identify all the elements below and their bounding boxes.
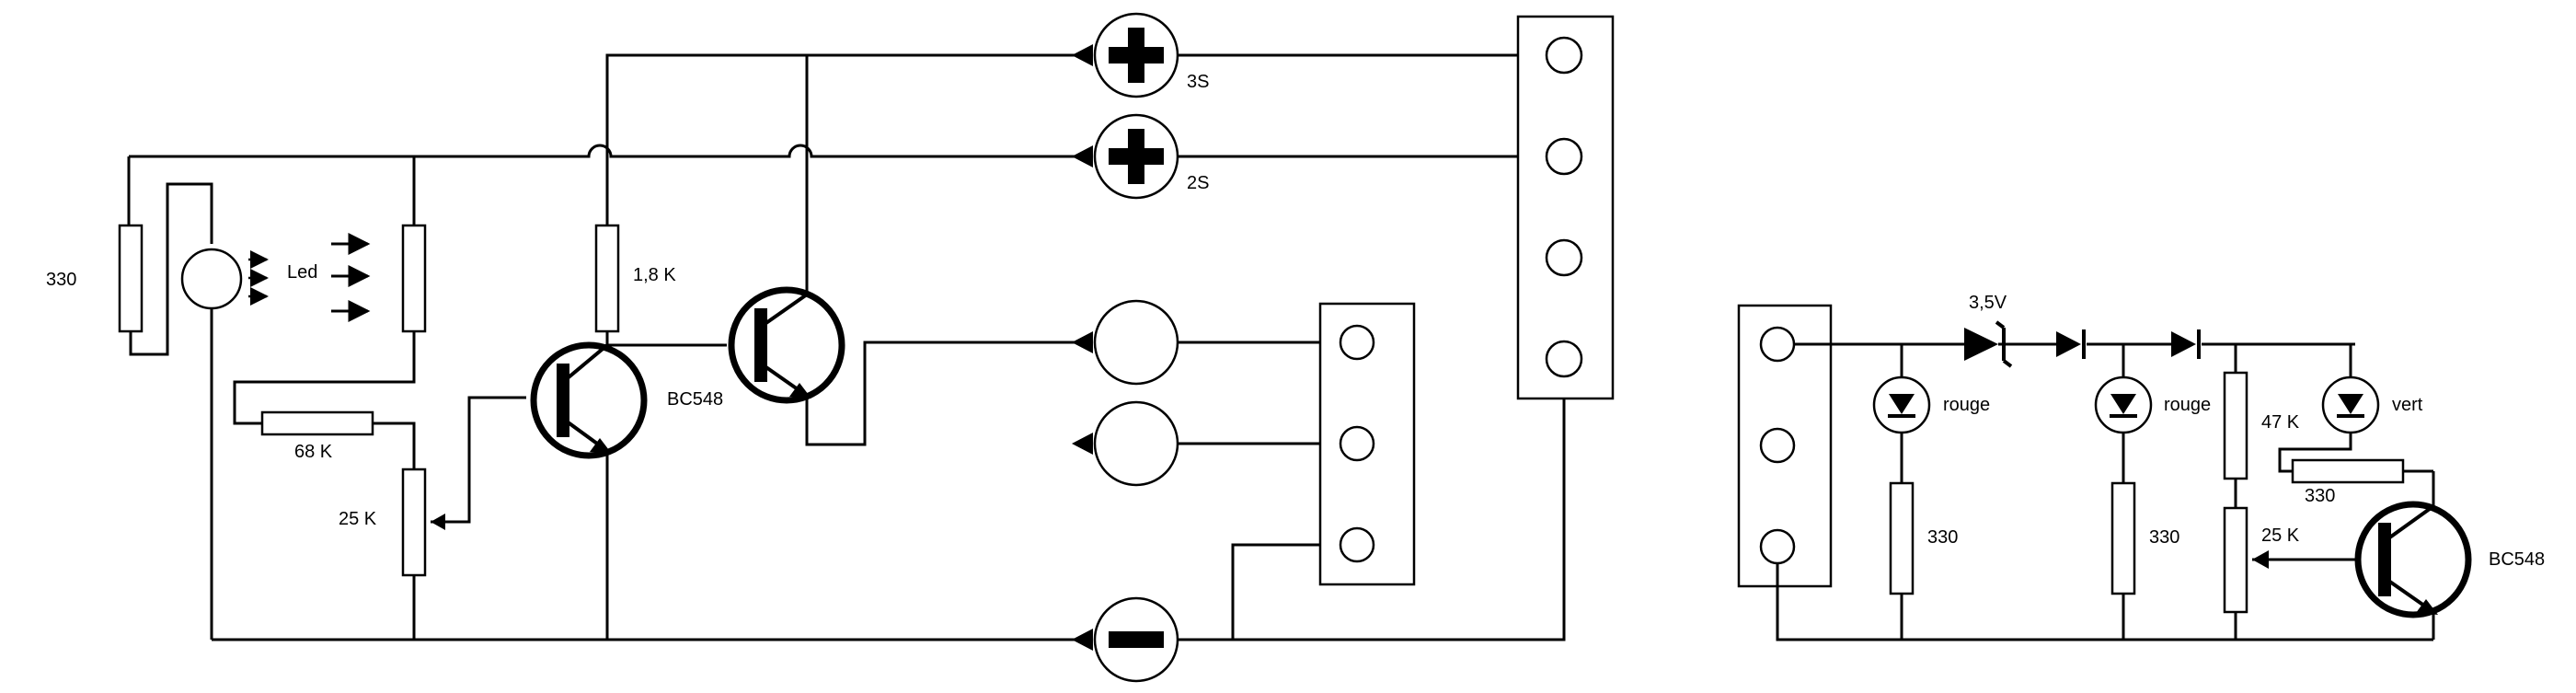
resistor-330-b bbox=[2110, 481, 2136, 595]
diode-1 bbox=[2056, 329, 2086, 359]
transistor-bc548-2 bbox=[728, 286, 845, 404]
wire-r2-bottom bbox=[233, 331, 416, 425]
pot-wiper-arrow bbox=[431, 514, 445, 530]
terminal-4-3 bbox=[1545, 238, 1583, 277]
resistor-1-8k bbox=[594, 224, 620, 333]
resistor-68k-label: 68 K bbox=[294, 442, 333, 462]
terminal-r-1 bbox=[1759, 326, 1796, 363]
wire-t2-emitter bbox=[805, 341, 1076, 446]
resistor-1-8k-label: 1,8 K bbox=[633, 265, 676, 285]
resistor-330-a-label: 330 bbox=[1927, 527, 1958, 548]
socket-b bbox=[1093, 400, 1179, 487]
led-label: Led bbox=[287, 262, 317, 283]
pot-wiper-right-arrow bbox=[2252, 550, 2269, 569]
resistor-47k bbox=[2223, 371, 2248, 480]
transistor-1-label: BC548 bbox=[667, 389, 723, 410]
pot-25k-right-label: 25 K bbox=[2261, 526, 2300, 546]
terminal-3-3 bbox=[1339, 526, 1375, 563]
terminal-4-4 bbox=[1545, 340, 1583, 378]
resistor-47k-label: 47 K bbox=[2261, 412, 2300, 433]
resistor-330 bbox=[118, 224, 144, 333]
pot-25k-label: 25 K bbox=[339, 509, 377, 529]
terminal-block-4 bbox=[1516, 15, 1615, 400]
transistor-bc548-right bbox=[2354, 501, 2472, 618]
resistor-330-b-label: 330 bbox=[2149, 527, 2179, 548]
zener-label: 3,5V bbox=[1969, 293, 2007, 313]
terminal-4-2 bbox=[1545, 137, 1583, 176]
led-vert-label: vert bbox=[2392, 395, 2423, 415]
resistor-68k bbox=[260, 410, 374, 436]
transistor-bc548-1 bbox=[530, 341, 648, 459]
led-rouge-2 bbox=[2094, 375, 2153, 434]
right-circuit: 3,5V rouge 330 rouge 330 bbox=[1737, 293, 2545, 641]
photo-wire bbox=[129, 182, 213, 356]
socket-a bbox=[1093, 299, 1179, 386]
photo-sensor bbox=[180, 248, 243, 310]
arrow-2s bbox=[1072, 145, 1093, 167]
output-3s-label: 3S bbox=[1187, 72, 1209, 92]
arrow-socket-b bbox=[1072, 433, 1093, 455]
led-vert bbox=[2321, 375, 2380, 434]
arrow-minus bbox=[1072, 629, 1093, 651]
resistor-vertical bbox=[401, 224, 427, 333]
wire-68k-pot bbox=[373, 422, 416, 469]
zener-diode bbox=[1960, 320, 2013, 368]
socket-minus bbox=[1093, 596, 1179, 683]
led-rouge-2-label: rouge bbox=[2164, 395, 2211, 415]
terminal-4-1 bbox=[1545, 36, 1583, 75]
socket-plus-3s bbox=[1093, 12, 1179, 98]
resistor-330-label: 330 bbox=[46, 270, 76, 290]
arrow-socket-a bbox=[1072, 331, 1093, 353]
led-arrows-large bbox=[331, 233, 371, 322]
transistor-right-label: BC548 bbox=[2489, 549, 2545, 570]
top-rail-wire bbox=[127, 144, 1076, 225]
pot-wiper-wire bbox=[431, 396, 526, 524]
diode-2 bbox=[2171, 329, 2201, 359]
right-ground-rail bbox=[1776, 563, 2433, 641]
led-rouge-1 bbox=[1872, 375, 1931, 434]
socket-wires bbox=[1178, 53, 1555, 445]
minus-wires bbox=[1178, 359, 1566, 641]
potentiometer-25k bbox=[401, 468, 427, 577]
resistor-330-base bbox=[2291, 458, 2405, 484]
led-arrows-small bbox=[248, 250, 269, 306]
arrow-3s bbox=[1072, 44, 1093, 66]
terminal-r-2 bbox=[1759, 427, 1796, 464]
resistor-330-base-label: 330 bbox=[2305, 486, 2335, 506]
socket-plus-2s bbox=[1093, 113, 1179, 200]
terminal-3-1 bbox=[1339, 324, 1375, 361]
led-rouge-1-label: rouge bbox=[1943, 395, 1990, 415]
terminal-r-3 bbox=[1759, 528, 1796, 565]
resistor-330-a bbox=[1889, 481, 1915, 595]
left-circuit: 330 Led 68 K 25 K bbox=[46, 12, 1615, 683]
wire-18k-collector bbox=[605, 331, 727, 347]
led-vert-wire bbox=[2278, 344, 2352, 473]
output-2s-label: 2S bbox=[1187, 173, 1209, 193]
terminal-3-2 bbox=[1339, 425, 1375, 462]
potentiometer-25k-right bbox=[2223, 506, 2248, 614]
wire-3s bbox=[605, 53, 1076, 345]
